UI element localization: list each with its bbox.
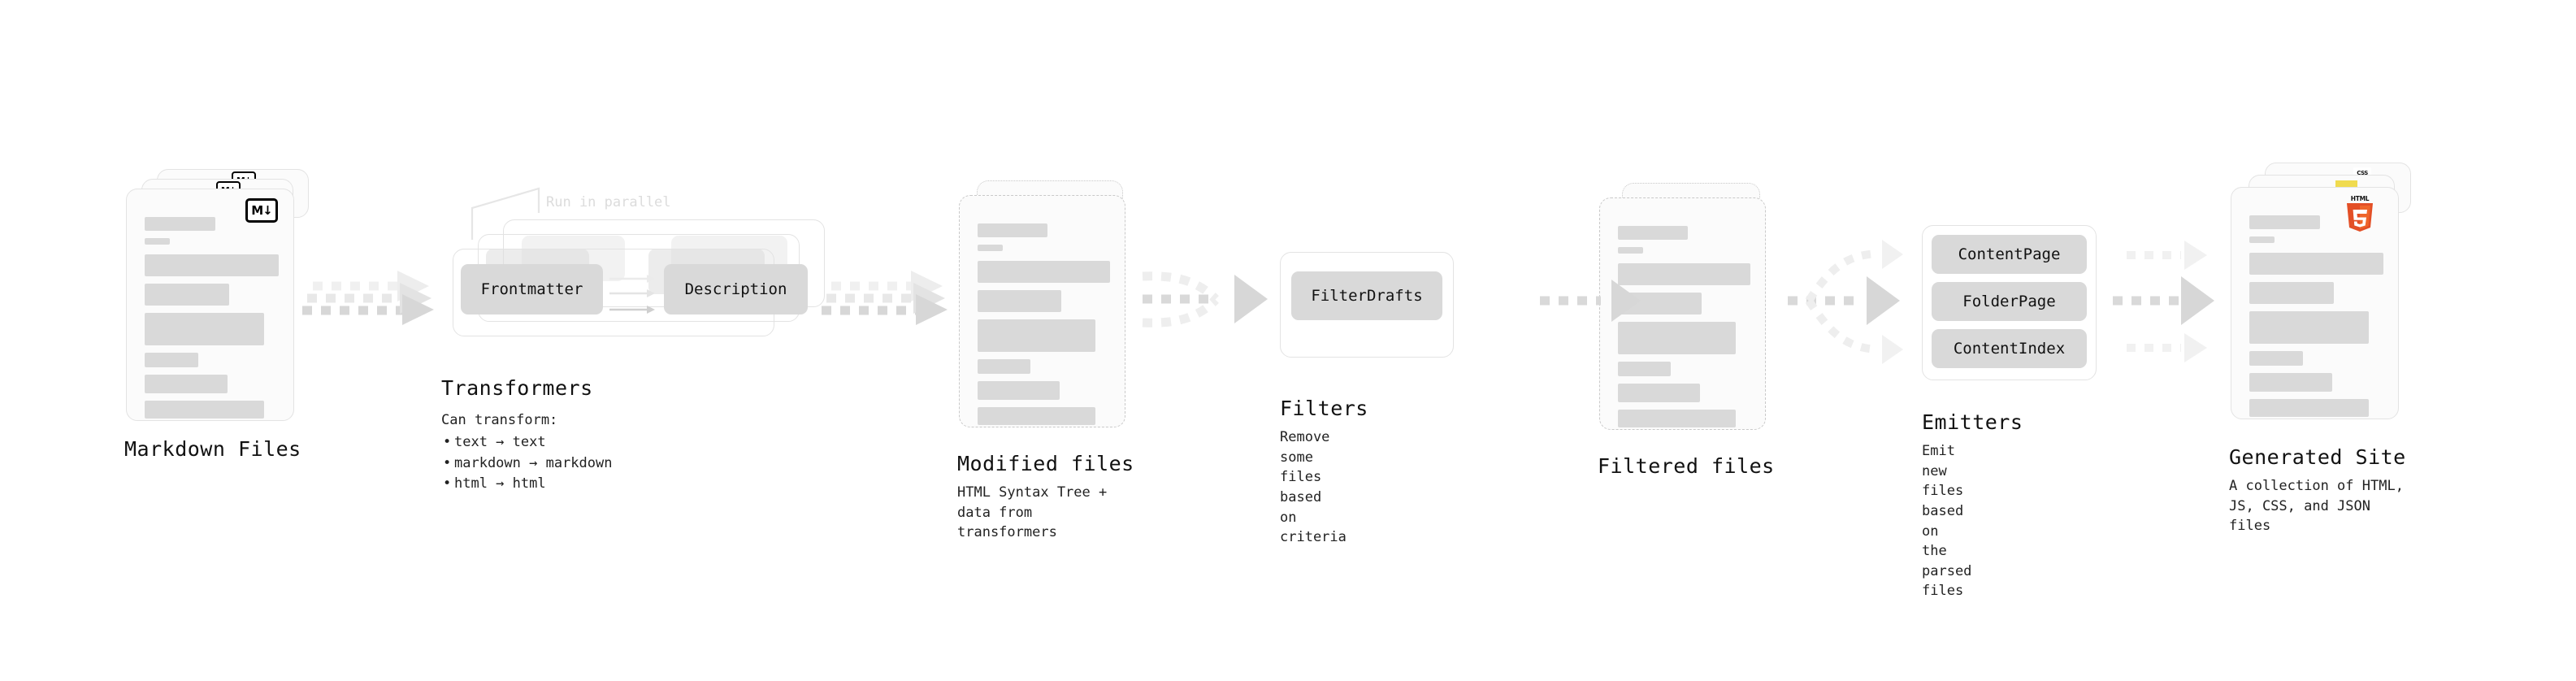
content-bar [2249, 351, 2303, 366]
content-bar [145, 375, 228, 393]
content-bar [978, 359, 1031, 374]
emitter-chip-contentindex[interactable]: ContentIndex [1932, 329, 2087, 368]
stage-title-markdown-files: Markdown Files [124, 437, 301, 461]
transformer-inner-arrows [609, 275, 655, 314]
arrow-filtered-to-emitters [1788, 240, 1903, 364]
content-bar [978, 407, 1096, 425]
html5-badge-label: HTML [2350, 195, 2370, 202]
filtered-file-stack [1599, 183, 1778, 443]
arrow-transformers-to-modified [822, 271, 948, 325]
filters-description: Remove some files based on criteria [1280, 429, 1347, 546]
transformers-capability-list: text → text markdown → markdown html → h… [441, 432, 612, 495]
stage-generated-site: CSS HTML Generated Site A collection of … [2229, 163, 2418, 534]
stage-markdown-files: M↓ M↓ M↓ Markdown Files [124, 169, 309, 461]
file-sheet-front [959, 195, 1125, 427]
file-content-lines [1618, 226, 1750, 435]
transformers-capability-item: html → html [441, 474, 612, 495]
content-bar [978, 261, 1110, 283]
emitters-card [1922, 225, 2097, 380]
content-bar [145, 254, 279, 276]
generated-site-description: A collection of HTML, JS, CSS, and JSON … [2229, 478, 2404, 535]
markdown-badge: M↓ [245, 198, 278, 223]
content-bar [1618, 362, 1672, 376]
content-bar [2249, 373, 2333, 392]
content-bar [145, 353, 198, 367]
file-sheet-front [2231, 187, 2399, 419]
content-bar [1618, 410, 1737, 427]
content-bar [2249, 236, 2275, 243]
file-content-lines [2249, 215, 2383, 424]
transformer-chip-frontmatter[interactable]: Frontmatter [461, 264, 603, 314]
markdown-file-stack: M↓ M↓ M↓ [126, 169, 309, 421]
content-bar [145, 401, 264, 419]
stage-title-transformers: Transformers [441, 376, 593, 400]
content-bar [1618, 293, 1702, 314]
stage-title-generated-site: Generated Site [2229, 445, 2406, 469]
file-content-lines [145, 217, 279, 426]
filter-chip-filterdrafts[interactable]: FilterDrafts [1291, 271, 1442, 320]
arrow-markdown-to-transformers [302, 271, 434, 325]
stage-title-filtered-files: Filtered files [1598, 454, 1775, 478]
modified-file-stack [959, 180, 1138, 440]
html5-badge: HTML [2344, 195, 2375, 232]
content-bar [978, 381, 1060, 400]
content-bar [145, 217, 216, 231]
emitters-description: Emit new files based on the parsed files [1922, 443, 1972, 600]
content-bar [1618, 247, 1643, 254]
modified-files-description: HTML Syntax Tree + data from transformer… [957, 484, 1108, 541]
stage-title-filters: Filters [1280, 397, 1368, 420]
content-bar [2249, 215, 2321, 229]
stage-title-emitters: Emitters [1922, 410, 2023, 434]
transformers-capability-item: markdown → markdown [441, 453, 612, 475]
run-in-parallel-label: Run in parallel [546, 194, 671, 210]
stage-title-modified-files: Modified files [957, 452, 1134, 475]
file-sheet-front [1599, 197, 1766, 430]
emitter-chip-folderpage[interactable]: FolderPage [1932, 282, 2087, 321]
content-bar [2249, 253, 2383, 275]
transformer-chip-description[interactable]: Description [664, 264, 808, 314]
content-bar [145, 238, 171, 245]
content-bar [1618, 384, 1701, 402]
content-bar [1618, 263, 1750, 285]
arrow-emitters-to-site [2113, 241, 2214, 362]
transformers-description: Can transform: text → text markdown → ma… [441, 412, 612, 495]
content-bar [2249, 311, 2369, 344]
content-bar [978, 319, 1096, 352]
stage-filtered-files: Filtered files [1598, 183, 1778, 478]
generated-site-stack: CSS HTML [2231, 163, 2418, 431]
content-bar [1618, 226, 1689, 240]
transformers-description-head: Can transform: [441, 412, 558, 428]
stage-modified-files: Modified files HTML Syntax Tree + data f… [957, 180, 1138, 540]
content-bar [978, 245, 1003, 251]
transformers-capability-item: text → text [441, 432, 612, 453]
arrow-modified-to-filters [1142, 271, 1268, 327]
content-bar [1618, 322, 1737, 354]
file-sheet-front [126, 189, 294, 421]
content-bar [145, 284, 229, 306]
content-bar [978, 223, 1048, 237]
content-bar [978, 290, 1061, 312]
filters-card [1280, 252, 1454, 358]
content-bar [145, 313, 264, 345]
content-bar [2249, 399, 2369, 417]
file-content-lines [978, 223, 1110, 432]
content-bar [2249, 282, 2334, 304]
emitter-chip-contentpage[interactable]: ContentPage [1932, 235, 2087, 274]
